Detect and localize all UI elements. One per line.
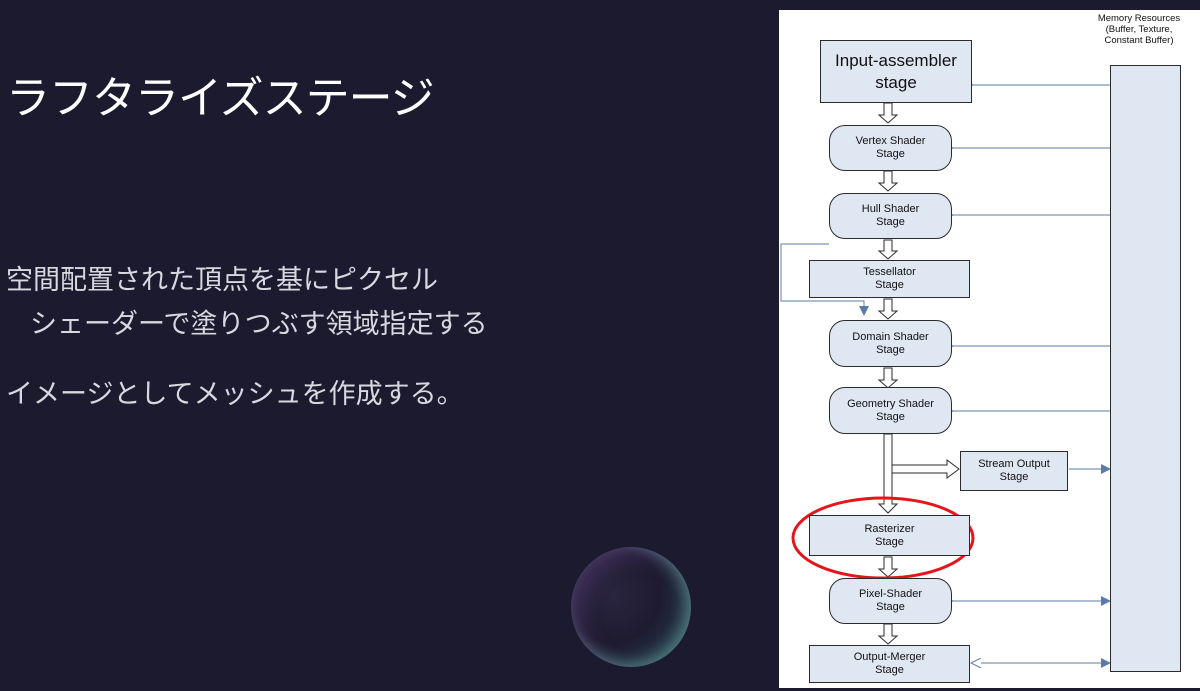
diagram-connectors	[780, 10, 1111, 688]
flow-arrow-vs-hs	[877, 170, 899, 192]
bullet-2: イメージとしてメッシュを作成する。	[6, 379, 464, 410]
slide-title: ラフタライズステージ	[6, 73, 435, 124]
decorative-orb	[571, 547, 691, 667]
flow-arrow-gs-so	[891, 459, 960, 479]
flow-arrow-ia-vs	[877, 102, 899, 124]
bullet-1: 空間配置された頂点を基にピクセル	[6, 265, 438, 296]
flow-arrow-rast-ps	[877, 556, 899, 578]
bullet-1-continuation: シェーダーで塗りつぶす領域指定する	[30, 309, 488, 340]
flow-arrow-tess-ds	[877, 298, 899, 320]
flow-arrow-gs-rast	[877, 433, 899, 514]
memory-resources-label: Memory Resources (Buffer, Texture, Const…	[1097, 13, 1181, 46]
flow-arrow-ds-gs	[877, 367, 899, 389]
hull-to-domain-bypass	[780, 243, 869, 316]
memory-resources-bar	[1110, 65, 1181, 672]
flow-arrow-ps-om	[877, 623, 899, 645]
flow-arrow-hs-tess	[877, 239, 899, 260]
pipeline-diagram: Memory Resources (Buffer, Texture, Const…	[779, 10, 1200, 688]
